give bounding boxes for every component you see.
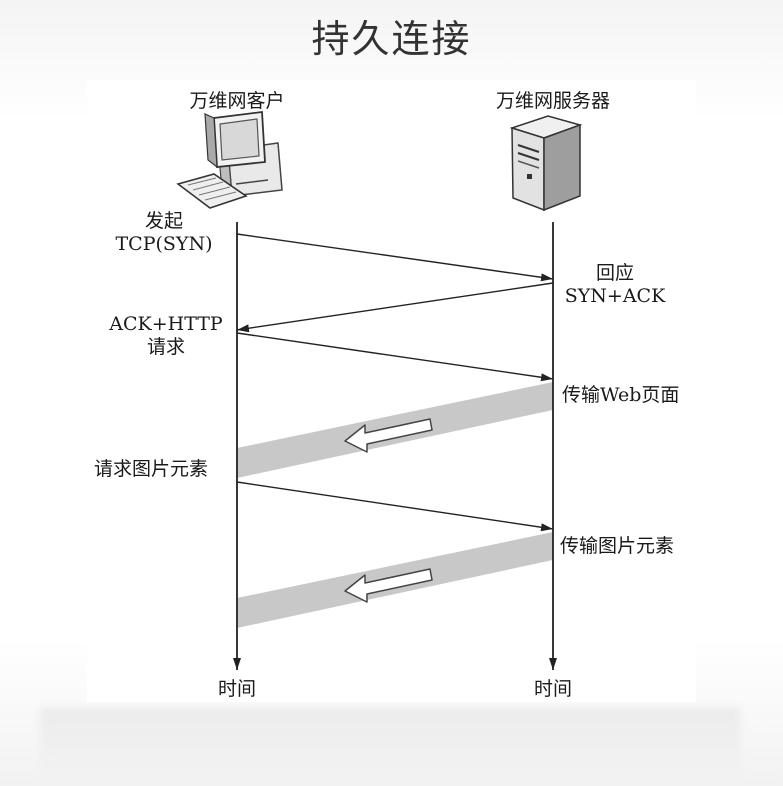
ack-http-request-arrow <box>236 332 554 382</box>
syn-message-arrow <box>236 233 554 282</box>
server-time-label: 时间 <box>533 678 572 700</box>
step-label-line: 传输Web页面 <box>562 384 680 406</box>
client-time-label: 时间 <box>217 678 256 700</box>
image-direction-arrow <box>344 568 433 603</box>
step-label-line: 发起 <box>144 210 183 232</box>
panel-reflection <box>40 708 740 778</box>
step-label-line: ACK+HTTP <box>109 313 223 335</box>
step-label-ack-http: ACK+HTTP 请求 <box>100 313 232 359</box>
server-label: 万维网服务器 <box>495 90 610 112</box>
page-title: 持久连接 <box>311 17 472 61</box>
step-label-syn: 发起 TCP(SYN) <box>104 210 224 256</box>
step-label-image-transfer: 传输图片元素 <box>560 535 674 558</box>
client-label: 万维网客户 <box>189 90 285 112</box>
step-label-line: TCP(SYN) <box>115 232 213 255</box>
step-label-line: 请求 <box>146 335 185 358</box>
step-label-line: 回应 <box>595 262 634 284</box>
step-label-syn-ack: 回应 SYN+ACK <box>550 262 680 308</box>
step-label-web-page: 传输Web页面 <box>562 384 679 407</box>
step-label-image-request: 请求图片元素 <box>94 458 208 481</box>
syn-ack-message-arrow <box>236 282 554 333</box>
web-page-direction-arrow <box>344 418 433 453</box>
step-label-line: 传输图片元素 <box>560 535 675 557</box>
tower-server-icon <box>509 115 583 212</box>
step-label-line: SYN+ACK <box>564 284 666 307</box>
image-request-arrow <box>236 481 554 532</box>
desktop-computer-icon <box>176 110 283 209</box>
step-label-line: 请求图片元素 <box>94 458 209 480</box>
